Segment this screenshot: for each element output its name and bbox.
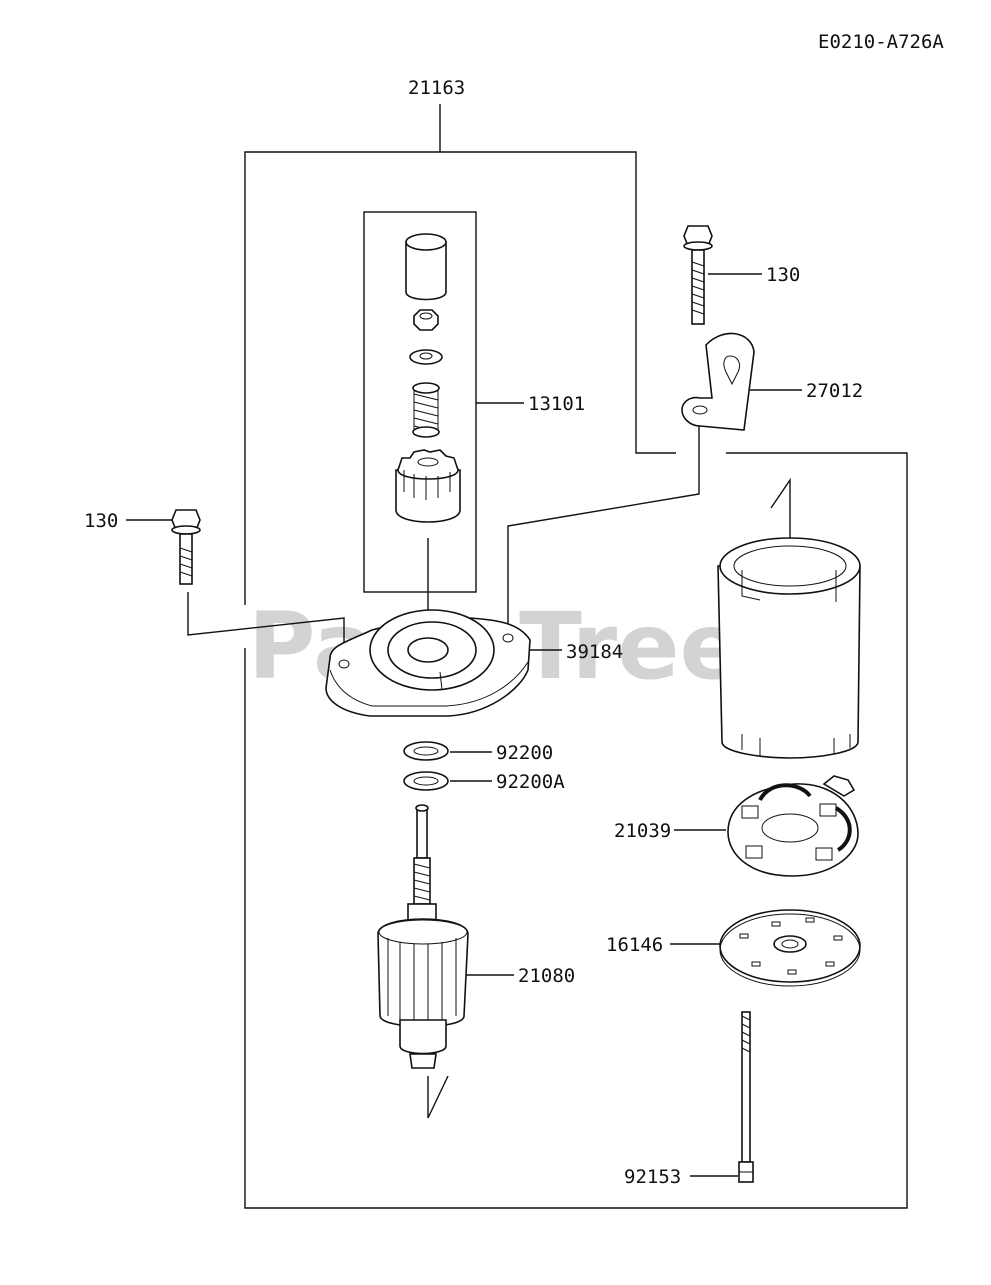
rear-cover — [719, 909, 861, 987]
armature — [377, 804, 469, 1069]
callout-rear-cover: 16146 — [606, 934, 663, 956]
callout-armature: 21080 — [518, 965, 575, 987]
yoke-housing — [717, 537, 861, 759]
starter-bracket — [681, 332, 755, 431]
brush-holder — [727, 775, 859, 877]
callout-bracket: 27012 — [806, 380, 863, 402]
callout-pinion-kit: 13101 — [528, 393, 585, 415]
drawing-code: E0210-A726A — [818, 31, 944, 53]
callout-washer: 92200 — [496, 742, 553, 764]
callout-brush-holder: 21039 — [614, 820, 671, 842]
callout-starter-assy: 21163 — [408, 77, 465, 99]
through-bolt — [738, 1011, 754, 1183]
callout-washer-a: 92200A — [496, 771, 565, 793]
callout-bolt-top: 130 — [766, 264, 800, 286]
bolt-left — [171, 509, 201, 585]
bolt-top — [683, 225, 713, 325]
washers — [403, 741, 449, 791]
front-cover — [325, 609, 531, 717]
callout-front-cover: 39184 — [566, 641, 623, 663]
callouts: 21163 130 130 13101 27012 39184 92200 92… — [84, 77, 863, 1188]
pinion-kit — [395, 233, 461, 523]
callout-through-bolt: 92153 — [624, 1166, 681, 1188]
callout-bolt-left: 130 — [84, 510, 118, 532]
